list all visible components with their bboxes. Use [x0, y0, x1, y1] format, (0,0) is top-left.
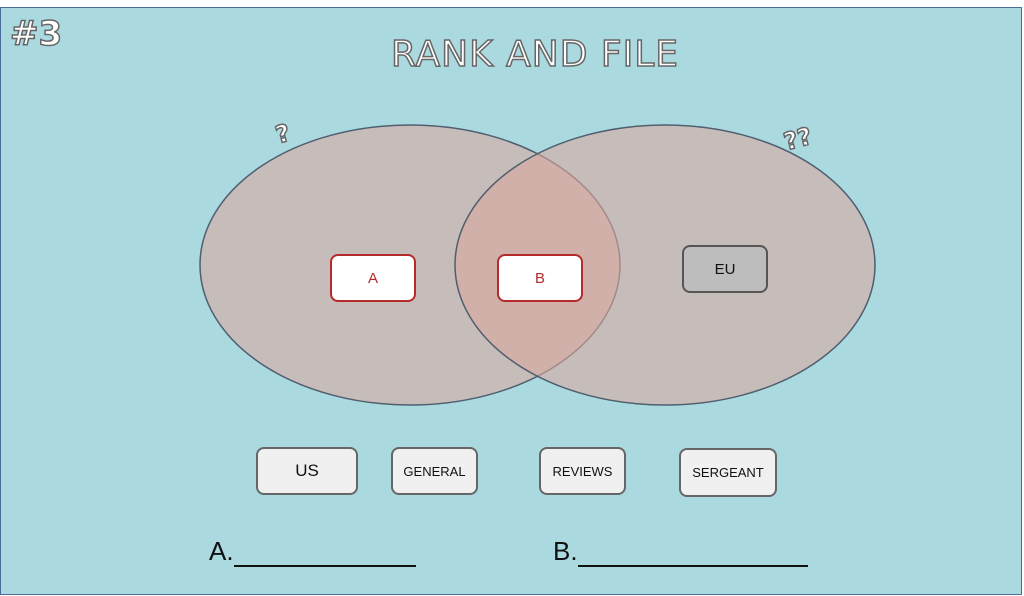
- answer-b-label: B.: [553, 536, 578, 566]
- word-sergeant[interactable]: SERGEANT: [679, 448, 777, 497]
- word-general[interactable]: GENERAL: [391, 447, 478, 495]
- answer-a[interactable]: A.: [209, 536, 416, 567]
- answer-b-blank[interactable]: [577, 565, 808, 567]
- word-us[interactable]: US: [256, 447, 358, 495]
- answer-a-blank[interactable]: [233, 565, 416, 567]
- right-circle: [454, 124, 876, 406]
- answer-a-label: A.: [209, 536, 234, 566]
- slide-number: #3: [9, 13, 63, 55]
- answer-b[interactable]: B.: [553, 536, 808, 567]
- box-a[interactable]: A: [330, 254, 416, 302]
- box-eu[interactable]: EU: [682, 245, 768, 293]
- slide-title: RANK AND FILE: [390, 33, 679, 76]
- box-b[interactable]: B: [497, 254, 583, 302]
- word-reviews[interactable]: REVIEWS: [539, 447, 626, 495]
